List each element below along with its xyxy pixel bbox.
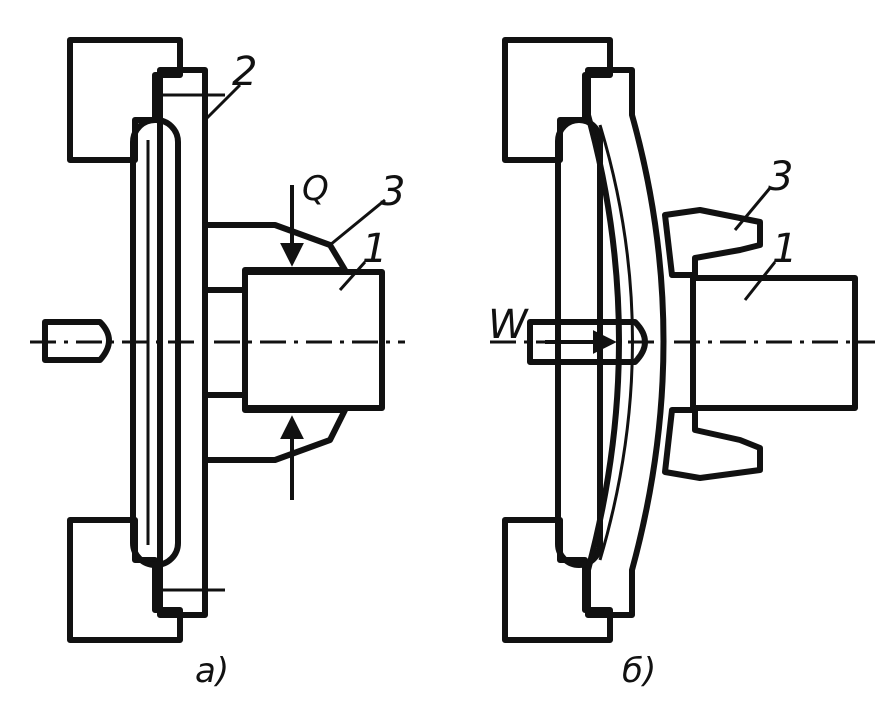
leader-3-a — [329, 198, 386, 247]
housing-bottom-a — [67, 517, 183, 643]
plate-2-b — [585, 67, 667, 618]
pin-b — [527, 319, 648, 365]
jaw-upper-a — [202, 222, 348, 293]
jaw-lower-a — [202, 392, 348, 463]
leader-3-b — [733, 187, 772, 231]
leader-1-b — [743, 261, 777, 301]
jaw-lower-b — [662, 407, 763, 481]
leader-1-a — [338, 261, 367, 291]
housing-top-a — [67, 37, 183, 163]
label-part-1-b: 1 — [772, 226, 797, 272]
label-force-q: Q — [302, 169, 329, 209]
workpiece-1-a — [242, 269, 385, 411]
caption-panel-b: б) — [622, 651, 656, 691]
label-part-3-a: 3 — [380, 169, 405, 215]
label-force-w: W — [488, 302, 529, 348]
panel-b: 3 1 W б) — [488, 37, 875, 691]
pin-a — [42, 319, 112, 363]
label-part-2-a: 2 — [232, 49, 257, 95]
leader-2-a — [203, 83, 242, 122]
panel-a: 2 Q 3 1 а) — [30, 37, 405, 691]
label-part-3-b: 3 — [768, 154, 793, 200]
label-part-1-a: 1 — [362, 226, 387, 272]
jaw-upper-b — [662, 207, 763, 278]
caption-panel-a: а) — [195, 651, 229, 691]
